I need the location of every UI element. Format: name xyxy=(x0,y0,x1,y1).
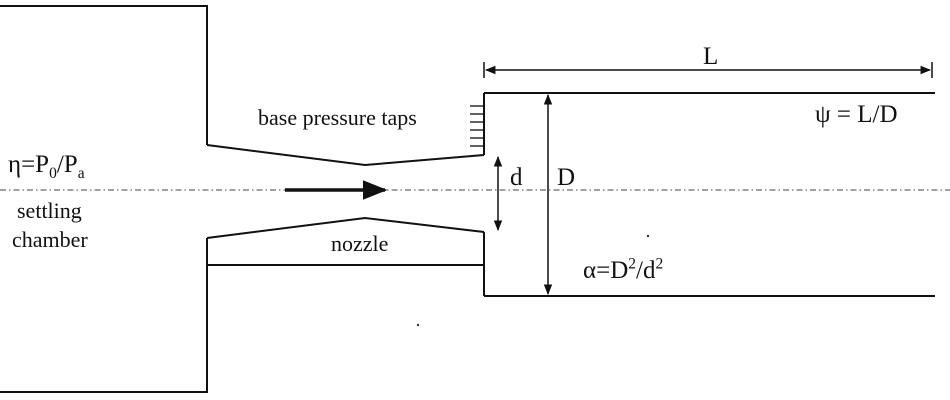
eta-equation: η=P0/Pa xyxy=(8,151,85,181)
eta-sub-a: a xyxy=(77,165,85,182)
chamber-label: chamber xyxy=(12,227,88,252)
psi-equation: ψ = L/D xyxy=(815,101,898,128)
base-pressure-tap-marks xyxy=(470,105,484,147)
alpha-sup-1: 2 xyxy=(628,255,637,273)
eta-prefix: η=P xyxy=(8,151,50,178)
settling-chamber-top-wall xyxy=(0,5,208,145)
settling-label: settling xyxy=(17,198,82,223)
eta-sub-0: 0 xyxy=(49,165,57,182)
alpha-equation: α=D2/d2 xyxy=(583,255,664,284)
alpha-mid: /d xyxy=(636,257,656,284)
nozzle-lower-wall xyxy=(206,216,485,239)
settling-chamber-bottom-wall xyxy=(0,238,208,393)
nozzle-label: nozzle xyxy=(331,231,389,256)
alpha-prefix: α=D xyxy=(583,257,629,284)
alpha-sup-2: 2 xyxy=(655,255,664,273)
length-label: L xyxy=(703,43,719,70)
nozzle-upper-wall xyxy=(206,144,485,167)
D-label: D xyxy=(557,164,576,191)
length-dimension xyxy=(483,62,933,78)
d-label: d xyxy=(510,164,523,191)
eta-slash: /P xyxy=(56,151,78,178)
base-pressure-taps-label: base pressure taps xyxy=(258,105,417,130)
stray-dot xyxy=(646,234,650,238)
stray-dot xyxy=(416,323,420,327)
